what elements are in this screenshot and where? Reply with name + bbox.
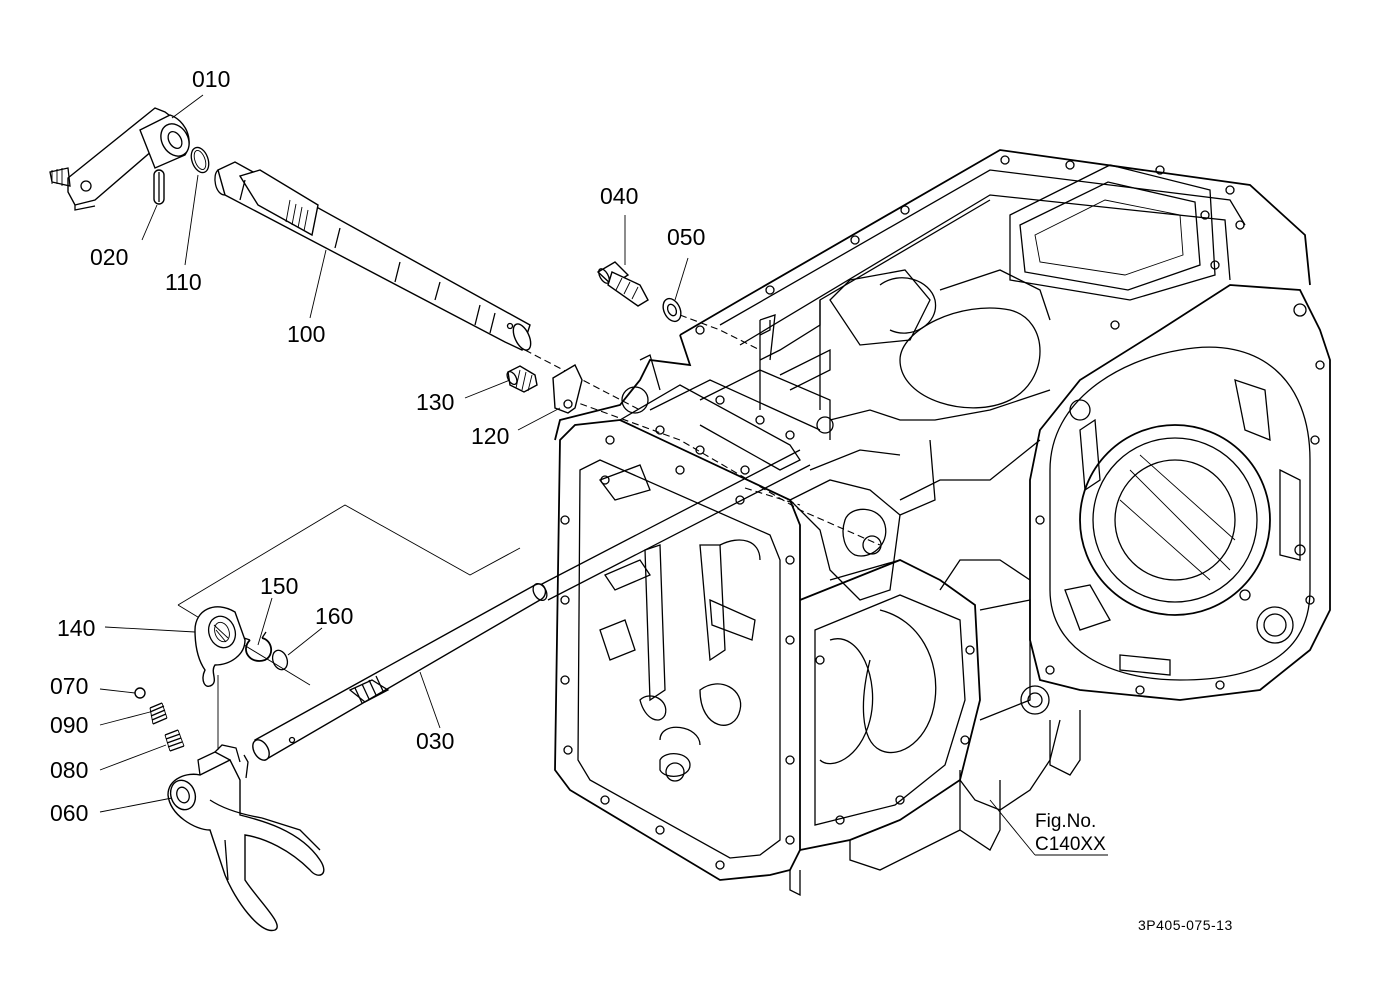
label-080: 080 <box>50 757 88 783</box>
label-100: 100 <box>287 321 325 347</box>
label-150: 150 <box>260 573 298 599</box>
part-090-spring <box>149 702 168 725</box>
part-110-o-ring <box>190 146 210 174</box>
part-120-plate <box>552 364 583 414</box>
fig-no-value: C140XX <box>1035 834 1106 855</box>
part-010-lever <box>49 107 190 211</box>
part-030-fork-rod <box>252 582 548 761</box>
label-070: 070 <box>50 673 88 699</box>
label-120: 120 <box>471 423 509 449</box>
label-130: 130 <box>416 389 454 415</box>
label-060: 060 <box>50 800 88 826</box>
label-110: 110 <box>165 269 202 295</box>
label-020: 020 <box>90 244 128 270</box>
label-010: 010 <box>192 66 230 92</box>
part-labels: 010 020 110 100 040 050 130 120 140 150 … <box>50 66 705 826</box>
label-090: 090 <box>50 712 88 738</box>
leader-lines <box>99 94 1108 856</box>
fig-no-label: Fig.No. <box>1035 811 1096 832</box>
part-150-circlip <box>243 631 272 662</box>
drawing-code: 3P405-075-13 <box>1138 917 1233 933</box>
part-050-washer <box>662 297 682 323</box>
label-140: 140 <box>57 615 95 641</box>
assembly-phantom-lines <box>177 314 901 750</box>
top-bolt-holes <box>695 155 1245 335</box>
figure-reference: Fig.No. C140XX <box>1035 811 1106 855</box>
part-070-ball <box>134 687 146 699</box>
part-160-o-ring <box>271 649 289 671</box>
transmission-case <box>554 149 1331 897</box>
part-080-spring <box>164 729 185 752</box>
part-100-shaft <box>214 161 532 351</box>
label-040: 040 <box>600 183 638 209</box>
part-130-bolt <box>506 365 538 393</box>
label-160: 160 <box>315 603 353 629</box>
label-030: 030 <box>416 728 454 754</box>
part-060-shift-fork <box>167 744 325 932</box>
label-050: 050 <box>667 224 705 250</box>
part-040-bolt <box>596 261 649 307</box>
part-020-pin <box>153 169 165 205</box>
part-140-shift-arm <box>194 606 246 687</box>
